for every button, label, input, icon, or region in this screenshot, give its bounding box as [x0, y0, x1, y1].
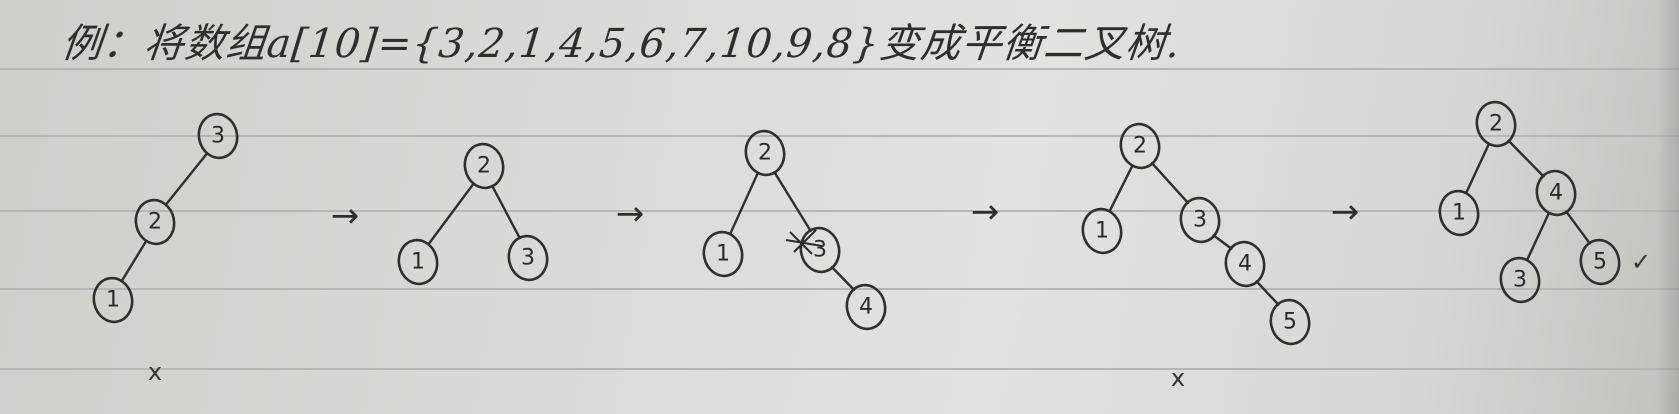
tree-node-circle — [1269, 298, 1311, 346]
tree-node-label: 3 — [813, 238, 827, 263]
verdict-mark: ✓ — [1631, 248, 1651, 276]
tree-node-label: 3 — [1513, 268, 1527, 293]
tree-edge — [490, 184, 522, 240]
tree-edge — [427, 182, 475, 246]
tree-node-circle — [1119, 122, 1161, 170]
tree-edge — [120, 240, 148, 282]
tree-node-label: 2 — [148, 210, 162, 235]
tree-node-label: 1 — [716, 242, 730, 267]
tree-node-circle — [845, 283, 887, 331]
tree-edge — [1507, 139, 1545, 178]
tree-step1: 3 2 1 x — [92, 112, 239, 386]
tree-node-label: 2 — [758, 141, 772, 166]
tree-node-circle — [1224, 240, 1266, 288]
tree-node-circle — [197, 112, 239, 160]
ruled-line — [0, 210, 1679, 212]
tree-node-label: 2 — [1489, 112, 1503, 137]
tree-node-circle — [1475, 100, 1517, 148]
tree-edge — [729, 172, 759, 235]
tree-node-circle — [92, 276, 134, 324]
tree-node-circle — [1081, 207, 1123, 255]
tree-step3: 2 1 3 4 — [702, 129, 887, 331]
tree-node-circle — [1179, 196, 1221, 244]
tree-node-label: 3 — [211, 124, 225, 149]
tree-edge — [1565, 210, 1591, 245]
tree-node-label: 5 — [1593, 250, 1607, 275]
ruled-line — [0, 68, 1679, 70]
tree-node-label: 3 — [1193, 208, 1207, 233]
tree-node-circle — [744, 129, 786, 177]
tree-edge — [1150, 161, 1190, 205]
tree-node-circle — [463, 142, 505, 190]
step-arrow: → — [331, 196, 360, 236]
tree-node-label: 4 — [859, 295, 873, 320]
tree-edge — [830, 265, 856, 292]
tree-edge — [165, 152, 208, 206]
step-arrow: → — [616, 194, 645, 234]
tree-step5: 2 1 4 3 5 ✓ — [1438, 100, 1651, 304]
tree-step4: 2 1 3 4 5 x — [1081, 122, 1311, 392]
tree-node-circle — [1499, 256, 1541, 304]
tree-edge — [1108, 164, 1134, 213]
tree-node-label: 1 — [106, 288, 120, 313]
page-edge-shadow — [1657, 0, 1679, 414]
ruled-line — [0, 288, 1679, 290]
tree-node-label: 1 — [1095, 219, 1109, 244]
tree-node-circle — [1535, 169, 1577, 217]
tree-node-label: 5 — [1283, 310, 1297, 335]
tree-edge — [773, 170, 812, 233]
verdict-mark: x — [1171, 364, 1185, 392]
tree-node-label: 4 — [1549, 181, 1563, 206]
tree-node-label: 2 — [477, 154, 491, 179]
tree-edge — [1212, 234, 1233, 250]
step-arrow: → — [1331, 192, 1360, 232]
tree-node-circle — [134, 198, 176, 246]
tree-node-circle — [397, 238, 439, 286]
tree-node-label: 4 — [1238, 252, 1252, 277]
ruled-line — [0, 135, 1679, 137]
tree-edge — [1526, 212, 1550, 261]
tree-step2: 2 1 3 — [397, 142, 549, 286]
tree-node-circle — [1579, 238, 1621, 286]
verdict-mark: x — [148, 358, 162, 386]
tree-edge — [1465, 143, 1490, 194]
tree-node-circle — [702, 230, 744, 278]
tree-node-circle — [507, 234, 549, 282]
tree-node-circle — [1438, 189, 1480, 237]
tree-node-label: 1 — [1452, 201, 1466, 226]
step-arrow: → — [971, 192, 1000, 232]
tree-node-label: 1 — [411, 250, 425, 275]
tree-edge — [1255, 280, 1280, 306]
ruled-line — [0, 368, 1679, 370]
tree-node-label: 3 — [521, 246, 535, 271]
tree-node-label: 2 — [1133, 134, 1147, 159]
tree-node-circle — [799, 226, 841, 274]
